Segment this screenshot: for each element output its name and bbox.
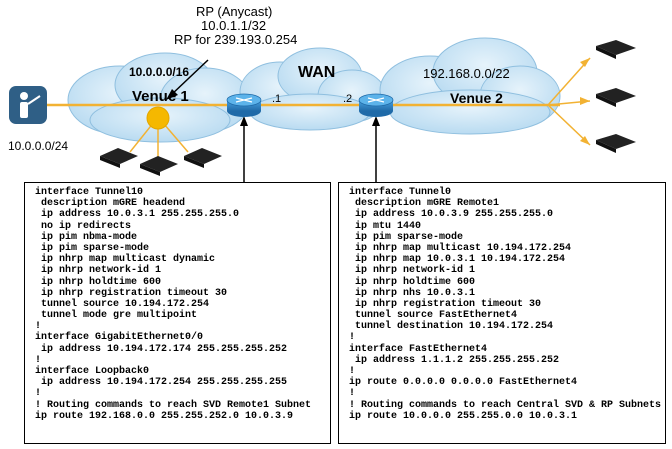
remote-config-line: ip nhrp map multicast 10.194.172.254	[349, 242, 572, 254]
venue1-cloud	[67, 52, 251, 143]
remote-config-line: interface Tunnel0	[349, 187, 452, 198]
rp-group: RP for 239.193.0.254	[174, 32, 298, 47]
hub-config-line: ip nhrp network-id 1	[35, 265, 162, 277]
hub-config-line: ip pim nbma-mode	[35, 231, 138, 243]
hub-config-line: ip nhrp holdtime 600	[35, 276, 162, 288]
hub-config-line: tunnel mode gre multipoint	[35, 310, 198, 322]
remote-config-line: ip nhrp nhs 10.0.3.1	[349, 287, 476, 299]
hub-config-line: ! Routing commands to reach SVD Remote1 …	[35, 399, 312, 411]
venue2-device-icons	[596, 40, 636, 153]
wan-cloud	[239, 47, 387, 131]
rp-label: RP (Anycast)	[196, 4, 273, 19]
remote-config-line: !	[349, 388, 356, 400]
rp-annotation-arrow	[169, 59, 209, 97]
hub-config-line: ip nhrp registration timeout 30	[35, 287, 228, 299]
hub-config-line: !	[35, 321, 42, 333]
rp-arrow-head	[166, 89, 178, 100]
hub-config-line: ip route 192.168.0.0 255.255.252.0 10.0.…	[35, 410, 294, 422]
remote-interface-label: .2	[343, 93, 353, 105]
hub-config-box: interface Tunnel10 description mGRE head…	[24, 182, 331, 444]
hub-config-line: interface Loopback0	[35, 366, 150, 377]
remote-config-box: interface Tunnel0 description mGRE Remot…	[338, 182, 666, 444]
hub-config-line: ip pim sparse-mode	[35, 242, 150, 254]
hub-config-line: description mGRE headend	[35, 198, 186, 210]
hub-config-line: interface GigabitEthernet0/0	[35, 332, 204, 344]
venue2-cloud	[379, 37, 561, 135]
remote-config-line: ip nhrp map 10.0.3.1 10.194.172.254	[349, 254, 566, 266]
wan-name: WAN	[298, 64, 336, 81]
remote-pointer-head	[372, 116, 380, 126]
rp-node	[146, 106, 170, 130]
rp-address: 10.0.1.1/32	[201, 18, 267, 33]
remote-config-line: ip nhrp holdtime 600	[349, 276, 476, 288]
remote-config-line: !	[349, 332, 356, 344]
venue1-subnet: 10.0.0.0/16	[129, 65, 190, 79]
hub-config-line: ip nhrp map multicast dynamic	[35, 254, 216, 266]
network-diagram	[9, 37, 636, 182]
hub-config-line: ip address 10.0.3.1 255.255.255.0	[35, 209, 240, 221]
remote-config-line: description mGRE Remote1	[349, 198, 500, 210]
remote-config-line: ip pim sparse-mode	[349, 231, 464, 243]
remote-config-line: ip mtu 1440	[349, 220, 422, 232]
remote-config-line: interface FastEthernet4	[349, 343, 488, 355]
hub-config-line: tunnel source 10.194.172.254	[35, 298, 210, 310]
venue1-host-subnet: 10.0.0.0/24	[8, 139, 69, 153]
remote-config-line: ip route 10.0.0.0 255.255.0.0 10.0.3.1	[349, 410, 578, 422]
remote-config-line: tunnel source FastEthernet4	[349, 310, 518, 322]
hub-config-line: !	[35, 388, 42, 400]
remote-config-line: ip nhrp network-id 1	[349, 265, 476, 277]
remote-router-icon	[358, 93, 394, 117]
hub-config-line: interface Tunnel10	[35, 187, 144, 198]
hub-config-line: ip address 10.194.172.174 255.255.255.25…	[35, 343, 288, 355]
remote-config-line: ip nhrp registration timeout 30	[349, 298, 542, 310]
remote-config-line: ip address 1.1.1.2 255.255.255.252	[349, 354, 560, 366]
hub-interface-label: .1	[272, 93, 282, 105]
venue1-device-icons	[100, 148, 222, 176]
remote-config-line: ip route 0.0.0.0 0.0.0.0 FastEthernet4	[349, 377, 578, 389]
remote-config-line: ! Routing commands to reach Central SVD …	[349, 399, 662, 411]
presenter-icon	[9, 86, 47, 124]
remote-config-line: ip address 10.0.3.9 255.255.255.0	[349, 209, 554, 221]
venue2-subnet: 192.168.0.0/22	[423, 66, 510, 81]
venue2-name: Venue 2	[450, 90, 503, 106]
remote-config-line: tunnel destination 10.194.172.254	[349, 321, 554, 333]
hub-config-line: no ip redirects	[35, 220, 132, 232]
hub-pointer-head	[240, 116, 248, 126]
arrow-heads	[580, 58, 590, 145]
remote-config-line: !	[349, 366, 356, 377]
venue1-name: Venue 1	[132, 88, 189, 105]
hub-config-line: ip address 10.194.172.254 255.255.255.25…	[35, 377, 288, 389]
hub-router-icon	[226, 93, 262, 117]
hub-config-line: !	[35, 354, 42, 366]
